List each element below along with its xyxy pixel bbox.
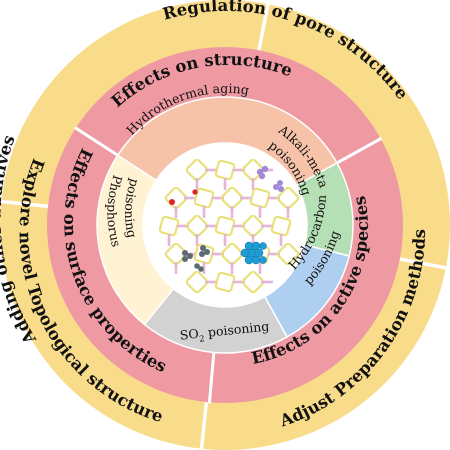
framework-ring [193,187,215,209]
framework-ring [158,215,180,237]
purple-cluster-icon [256,165,284,192]
framework-ring [220,186,244,210]
framework-ring [185,158,209,182]
middle-ring-dividers [74,126,383,404]
blue-cluster-icon [240,241,267,265]
framework-ring [193,243,215,265]
framework-ring [220,242,244,266]
red-particle-icon [169,189,198,205]
framework-ring [185,270,209,294]
framework-ring [276,186,300,210]
label-so2-poisoning: SO2 poisoning [179,318,270,346]
label-phosphorus: Phosphorus [104,173,125,248]
framework-ring [185,214,209,238]
center-circle [143,143,307,307]
framework-ring [164,242,188,266]
framework-ring [241,270,265,294]
gray-cluster-icon [182,245,210,272]
label-phosphorus-poisoning: poisoning [122,177,143,239]
zeolite-framework-icon [158,158,300,294]
framework-ring [214,271,236,293]
framework-ring [270,215,292,237]
framework-ring [241,214,265,238]
framework-ring [214,215,236,237]
framework-ring [241,158,265,182]
framework-ring [276,242,300,266]
framework-ring [214,159,236,181]
framework-ring [249,187,271,209]
